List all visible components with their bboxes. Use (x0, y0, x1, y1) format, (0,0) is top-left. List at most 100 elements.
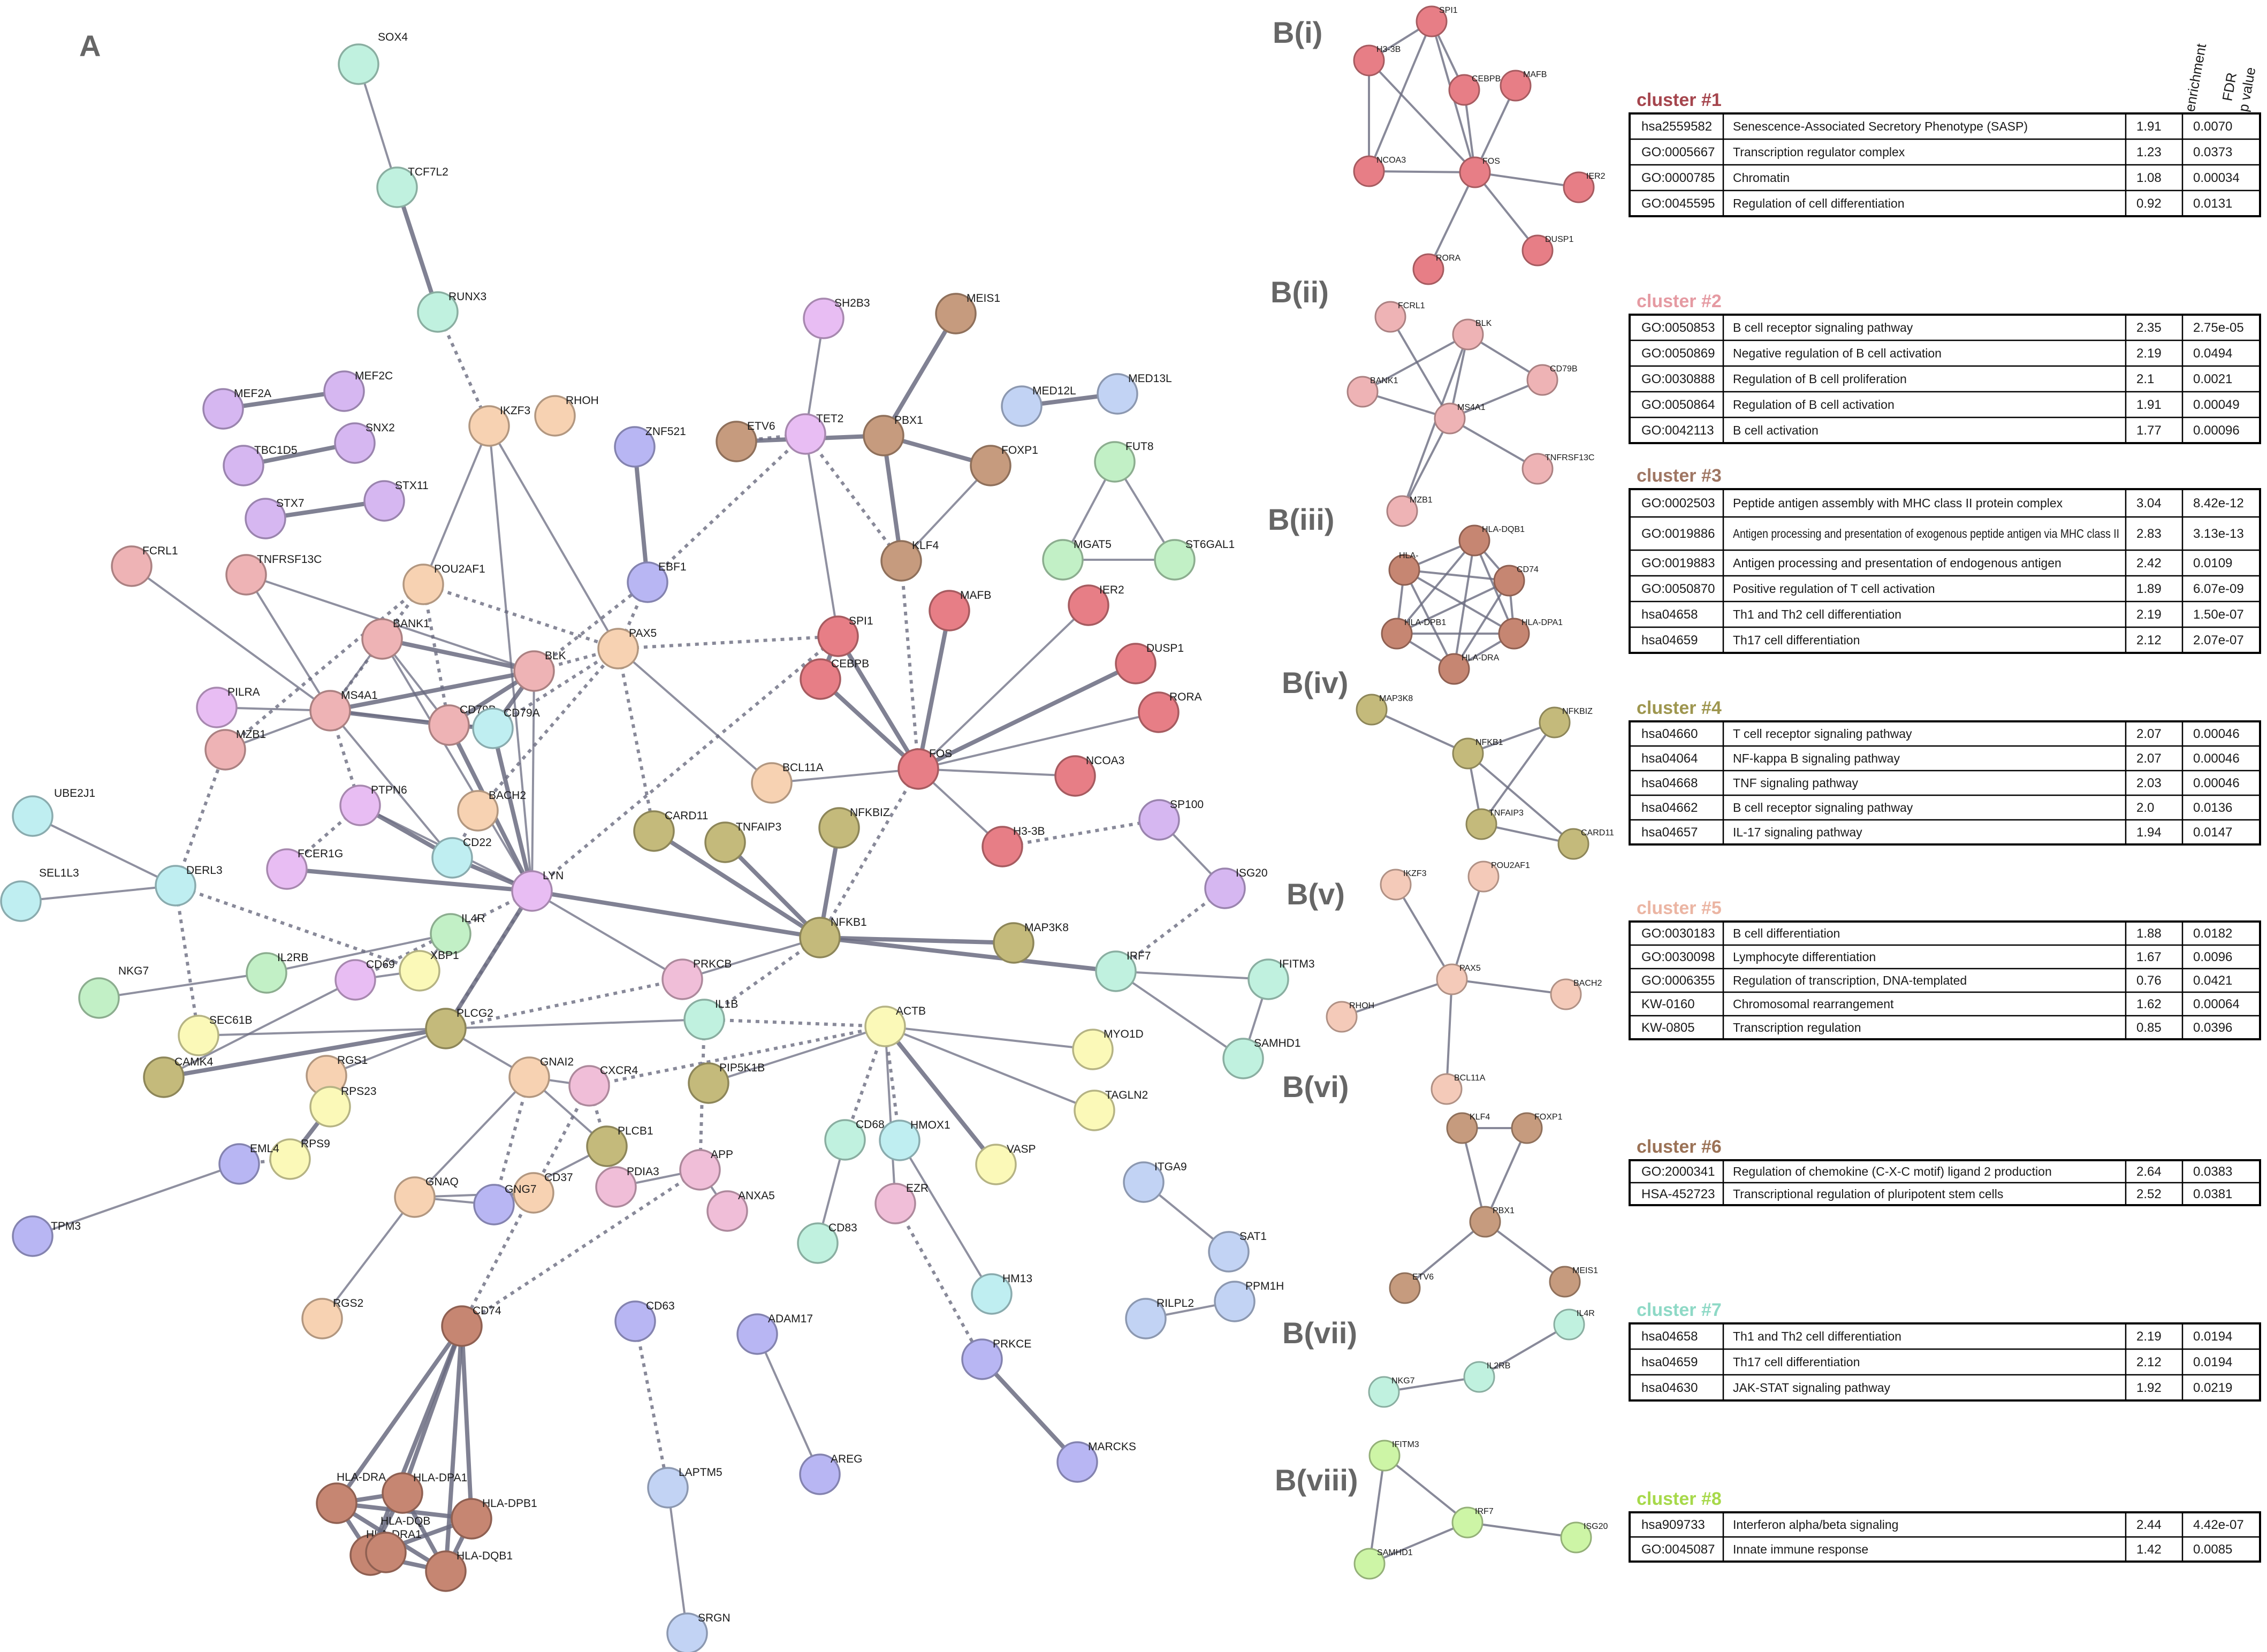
node-sat1[interactable]: SAT1 (1208, 1230, 1267, 1273)
sub-node-card11[interactable]: CARD11 (1557, 828, 1614, 860)
node-rgs2[interactable]: RGS2 (301, 1297, 363, 1339)
node-pilra[interactable]: PILRA (196, 686, 260, 728)
node-plcb1[interactable]: PLCB1 (586, 1125, 653, 1167)
node-vasp[interactable]: VASP (975, 1143, 1036, 1185)
node-st6gal1[interactable]: ST6GAL1 (1154, 538, 1235, 581)
node-sel1l3[interactable]: SEL1L3 (0, 867, 79, 922)
node-hla-dqb1[interactable]: HLA-DQB1 (425, 1550, 513, 1592)
node-tnfaip3[interactable]: TNFAIP3 (704, 821, 781, 863)
node-med13l[interactable]: MED13L (1097, 372, 1172, 415)
sub-node-fos[interactable]: FOS (1459, 156, 1500, 188)
node-pou2af1[interactable]: POU2AF1 (402, 563, 485, 605)
node-znf521[interactable]: ZNF521 (614, 425, 686, 468)
node-ifitm3[interactable]: IFITM3 (1247, 958, 1315, 1000)
node-med12l[interactable]: MED12L (1001, 385, 1076, 427)
node-sp100[interactable]: SP100 (1138, 798, 1204, 841)
node-blk[interactable]: BLK (513, 650, 566, 692)
node-srgn[interactable]: SRGN (666, 1612, 731, 1652)
node-rilpl2[interactable]: RILPL2 (1125, 1297, 1194, 1339)
node-etv6[interactable]: ETV6 (716, 420, 775, 462)
node-eml4[interactable]: EML4 (218, 1143, 279, 1185)
node-il2rb[interactable]: IL2RB (246, 951, 308, 994)
node-stx11[interactable]: STX11 (363, 479, 429, 522)
sub-node-hla-dpb1[interactable]: HLA-DPB1 (1381, 618, 1446, 650)
sub-node-mafb[interactable]: MAFB (1500, 70, 1547, 102)
node-klf4[interactable]: KLF4 (880, 539, 939, 582)
node-cd69[interactable]: CD69 (334, 958, 395, 1001)
node-marcks[interactable]: MARCKS (1056, 1441, 1136, 1483)
node-fos[interactable]: FOS (897, 748, 952, 790)
node-stx7[interactable]: STX7 (245, 497, 305, 539)
node-rora[interactable]: RORA (1138, 691, 1202, 733)
node-pax5[interactable]: PAX5 (597, 627, 657, 669)
node-hla-dpa1[interactable]: HLA-DPA1 (382, 1472, 467, 1514)
node-isg20[interactable]: ISG20 (1204, 867, 1268, 909)
sub-node-samhd1[interactable]: SAMHD1 (1353, 1548, 1413, 1580)
node-ppm1h[interactable]: PPM1H (1214, 1280, 1284, 1322)
node-mef2c[interactable]: MEF2C (323, 370, 393, 412)
node-samhd1[interactable]: SAMHD1 (1222, 1037, 1301, 1079)
node-ier2[interactable]: IER2 (1068, 584, 1124, 626)
node-dusp1[interactable]: DUSP1 (1115, 642, 1184, 684)
sub-node-tnfaip3[interactable]: TNFAIP3 (1465, 808, 1524, 840)
sub-node-rora[interactable]: RORA (1412, 253, 1461, 285)
node-rps23[interactable]: RPS23 (309, 1085, 377, 1128)
node-app[interactable]: APP (679, 1148, 733, 1191)
sub-node-mzb1[interactable]: MZB1 (1386, 495, 1433, 527)
sub-node-foxp1[interactable]: FOXP1 (1511, 1112, 1563, 1144)
sub-node-il4r[interactable]: IL4R (1553, 1308, 1595, 1341)
node-hla-dra[interactable]: HLA-DRA (316, 1471, 386, 1524)
sub-node-bcl11a[interactable]: BCL11A (1431, 1073, 1486, 1105)
sub-node-ikzf3[interactable]: IKZF3 (1380, 869, 1427, 901)
node-anxa5[interactable]: ANXA5 (706, 1190, 775, 1232)
node-xbp1[interactable]: XBP1 (399, 949, 459, 992)
node-tnfrsf13c[interactable]: TNFRSF13C (225, 553, 322, 596)
node-areg[interactable]: AREG (799, 1453, 863, 1495)
node-spi1[interactable]: SPI1 (817, 615, 873, 657)
node-tet2[interactable]: TET2 (785, 413, 843, 455)
node-fut8[interactable]: FUT8 (1094, 440, 1154, 483)
node-cd37[interactable]: CD37 (513, 1171, 573, 1214)
sub-node-il2rb[interactable]: IL2RB (1463, 1361, 1510, 1393)
sub-node-pbx1[interactable]: PBX1 (1469, 1206, 1515, 1238)
node-il1b[interactable]: IL1B (683, 998, 738, 1040)
sub-node-hla-dra[interactable]: HLA-DRA (1438, 653, 1500, 685)
node-mgat5[interactable]: MGAT5 (1042, 538, 1112, 581)
sub-node-hla-dqb1[interactable]: HLA-DQB1 (1458, 524, 1525, 557)
node-irf7[interactable]: IRF7 (1095, 950, 1151, 992)
node-rps9[interactable]: RPS9 (269, 1138, 330, 1180)
sub-node-irf7[interactable]: IRF7 (1451, 1506, 1494, 1539)
node-rhoh[interactable]: RHOH (534, 394, 599, 437)
sub-node-cd74[interactable]: CD74 (1493, 565, 1539, 597)
node-cd63[interactable]: CD63 (614, 1300, 675, 1342)
node-pip5k1b[interactable]: PIP5K1B (688, 1062, 765, 1104)
sub-node-nfkb1[interactable]: NFKB1 (1452, 737, 1503, 770)
sub-node-klf4[interactable]: KLF4 (1446, 1112, 1490, 1144)
node-camk4[interactable]: CAMK4 (143, 1056, 214, 1098)
node-map3k8[interactable]: MAP3K8 (993, 922, 1069, 964)
sub-node-meis1[interactable]: MEIS1 (1549, 1266, 1598, 1298)
sub-node-pou2af1[interactable]: POU2AF1 (1467, 861, 1530, 893)
sub-node-dusp1[interactable]: DUSP1 (1522, 234, 1573, 267)
node-hla-dpb1[interactable]: HLA-DPB1 (451, 1497, 537, 1540)
sub-node-map3k8[interactable]: MAP3K8 (1356, 694, 1413, 726)
node-card11[interactable]: CARD11 (633, 810, 708, 852)
node-lyn[interactable]: LYN (511, 870, 564, 912)
node-prkcb[interactable]: PRKCB (661, 958, 732, 1000)
node-cebpb[interactable]: CEBPB (800, 658, 869, 700)
node-prkce[interactable]: PRKCE (961, 1338, 1031, 1380)
sub-node-blk[interactable]: BLK (1452, 318, 1492, 351)
sub-node-hla-dpa1[interactable]: HLA-DPA1 (1498, 618, 1563, 650)
node-sox4[interactable]: SOX4 (338, 31, 408, 85)
sub-node-tnfrsf13c[interactable]: TNFRSF13C (1522, 453, 1594, 485)
sub-node-h3-3b[interactable]: H3-3B (1353, 44, 1401, 77)
node-mzb1[interactable]: MZB1 (204, 728, 266, 771)
node-derl3[interactable]: DERL3 (155, 864, 223, 907)
node-snx2[interactable]: SNX2 (334, 422, 395, 464)
node-myo1d[interactable]: MYO1D (1072, 1028, 1144, 1070)
sub-node-ms4a1[interactable]: MS4A1 (1434, 402, 1486, 435)
node-bach2[interactable]: BACH2 (457, 789, 526, 832)
node-ptpn6[interactable]: PTPN6 (339, 784, 407, 826)
sub-node-cebpb[interactable]: CEBPB (1448, 74, 1501, 106)
node-h3-3b[interactable]: H3-3B (982, 825, 1045, 867)
